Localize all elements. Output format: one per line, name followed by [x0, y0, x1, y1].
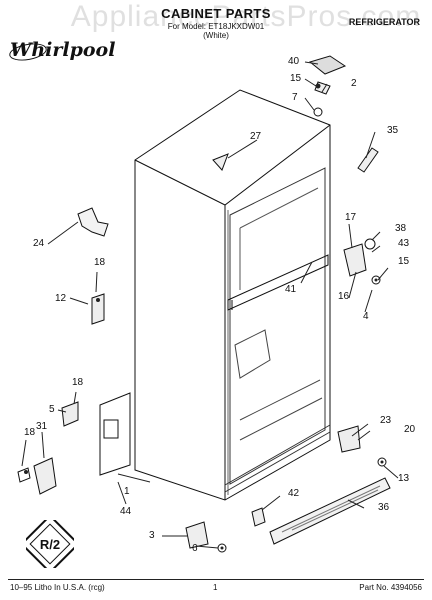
callout-42: 42 [288, 488, 300, 499]
callout-43: 43 [398, 238, 410, 249]
toe-grille [269, 477, 391, 545]
footer-page-number: 1 [213, 583, 218, 592]
callout-40: 40 [288, 56, 300, 67]
thermostat-knob [212, 153, 229, 171]
callout-16: 16 [338, 291, 350, 302]
footer-print-info: 10–95 Litho In U.S.A. (rcg) [10, 583, 105, 592]
callout-35: 35 [387, 125, 399, 136]
watermark: AppliancePartsPros.com [70, 0, 422, 33]
callout-2: 2 [351, 78, 357, 89]
cabinet-outline [134, 89, 331, 501]
footer-rule [8, 579, 424, 580]
badge-text: R/2 [40, 537, 60, 552]
side-bracket [99, 392, 131, 476]
model-number: For Model: ET18JKXDW01 [167, 22, 265, 31]
revision-badge: R/2 [26, 520, 74, 568]
callout-7: 7 [292, 92, 298, 103]
callout-15b: 15 [398, 256, 410, 267]
callout-5: 5 [49, 404, 55, 415]
hinge-cover-lower [33, 457, 57, 495]
callout-23: 23 [380, 415, 392, 426]
fastener-dots [24, 83, 384, 550]
category-label: REFRIGERATOR [348, 17, 420, 27]
callout-13: 13 [398, 473, 410, 484]
bracket-slot [103, 419, 119, 439]
footer-part-number: Part No. 4394056 [359, 583, 422, 592]
callout-3: 3 [149, 530, 155, 541]
callout-24: 24 [33, 238, 45, 249]
callout-44: 44 [120, 506, 132, 517]
callout-31: 31 [36, 421, 48, 432]
cabinet-top-edge [134, 124, 331, 206]
callout-17: 17 [345, 212, 357, 223]
mullion-divider [227, 254, 329, 311]
bottom-hinge [337, 425, 361, 453]
cabinet-drawing [17, 55, 399, 553]
diagram-title: CABINET PARTS [161, 6, 271, 21]
whirlpool-logo: Whirlpool [10, 39, 116, 61]
callout-18c: 18 [24, 427, 36, 438]
callout-4: 4 [363, 311, 369, 322]
hinge-cover [308, 55, 347, 75]
hinge-pin [77, 207, 109, 237]
center-hinge [343, 243, 367, 277]
callout-18: 18 [94, 257, 106, 268]
callout-6: 6 [192, 543, 198, 554]
callout-1: 1 [124, 486, 130, 497]
model-color: (White) [203, 31, 229, 40]
callout-41: 41 [285, 284, 297, 295]
callout-38: 38 [395, 223, 407, 234]
callout-27: 27 [250, 131, 262, 142]
callout-20: 20 [404, 424, 416, 435]
callout-36: 36 [378, 502, 390, 513]
callout-18b: 18 [72, 377, 84, 388]
callout-15: 15 [290, 73, 302, 84]
callout-12: 12 [55, 293, 67, 304]
